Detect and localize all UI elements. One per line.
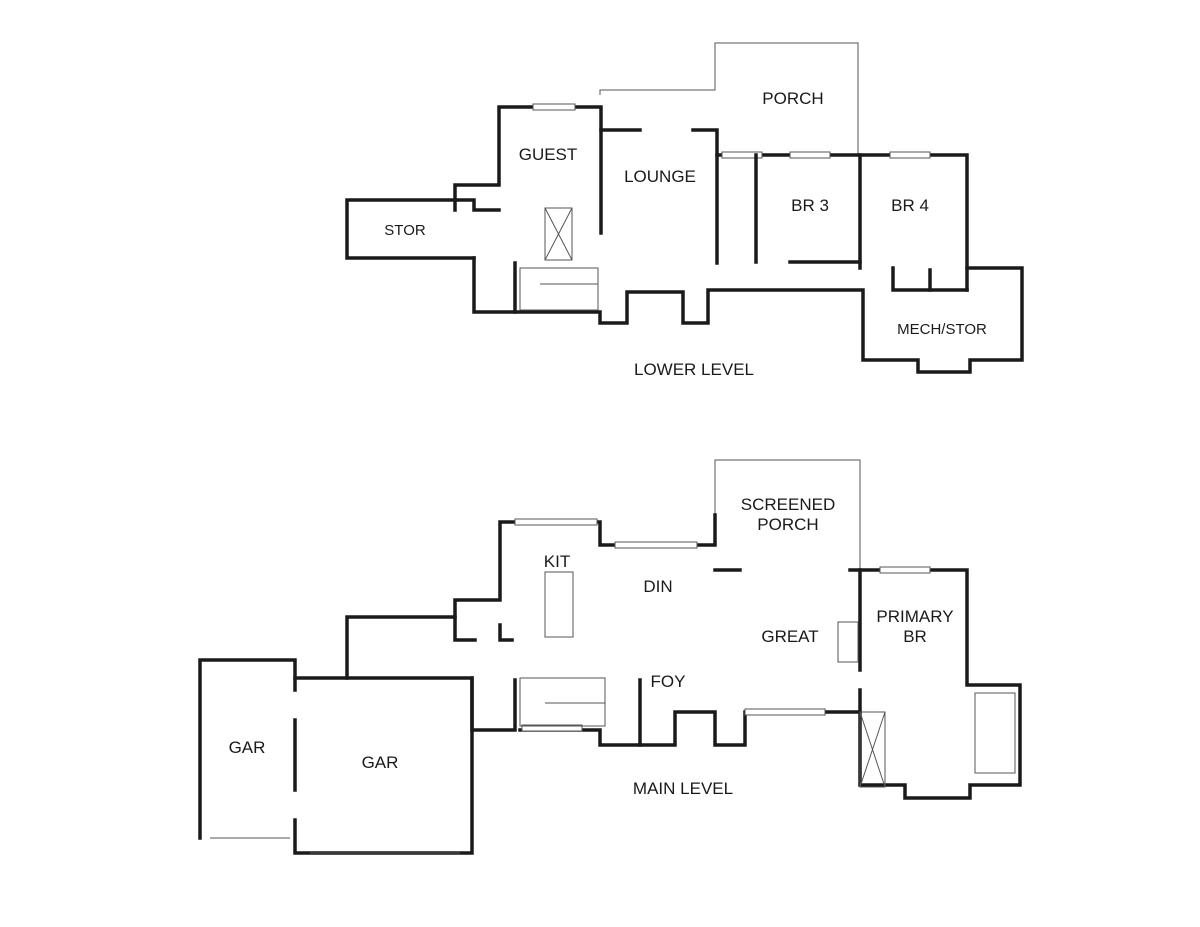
room-label-guest: GUEST xyxy=(518,145,578,164)
room-label-gar-2: GAR xyxy=(361,753,399,772)
window xyxy=(532,103,576,111)
room-label-great: GREAT xyxy=(761,627,819,646)
guest-walls xyxy=(453,105,603,235)
foyer-south-wall xyxy=(638,710,862,747)
porch-outline xyxy=(599,42,859,155)
window xyxy=(721,151,763,159)
lounge-wall xyxy=(691,128,719,265)
wall xyxy=(453,615,477,642)
window xyxy=(614,541,698,549)
level-title-lower: LOWER LEVEL xyxy=(634,360,754,379)
primary-suite-walls xyxy=(848,568,1022,800)
stairs xyxy=(519,267,599,311)
window xyxy=(744,708,826,716)
room-label-foy: FOY xyxy=(650,672,686,691)
bathtub xyxy=(974,692,1016,774)
lower-south-wall xyxy=(472,256,862,325)
room-label-br4: BR 4 xyxy=(891,196,929,215)
garage-wall xyxy=(293,676,474,855)
room-label-primary-br: PRIMARY BR xyxy=(876,607,954,646)
screened-porch-outline xyxy=(714,459,861,570)
wall xyxy=(498,623,514,642)
window xyxy=(879,566,931,574)
garage-wall xyxy=(198,658,297,840)
main-level-plan xyxy=(198,459,1022,855)
room-label-din: DIN xyxy=(643,577,673,596)
window xyxy=(521,724,583,732)
room-label-lounge: LOUNGE xyxy=(624,167,696,186)
room-label-kit: KIT xyxy=(543,552,571,571)
room-label-stor: STOR xyxy=(384,222,426,239)
level-title-main: MAIN LEVEL xyxy=(632,779,734,798)
foyer-wall xyxy=(518,678,642,747)
room-label-br3: BR 3 xyxy=(791,196,829,215)
stairs xyxy=(519,677,606,727)
wall xyxy=(470,676,517,732)
lower-level-plan xyxy=(345,42,1024,374)
stor-walls xyxy=(345,198,501,260)
room-label-mech-stor: MECH/STOR xyxy=(897,321,987,338)
shower xyxy=(859,711,886,788)
window xyxy=(789,151,831,159)
room-label-porch: PORCH xyxy=(762,89,824,108)
room-label-screened-porch: SCREENED PORCH xyxy=(740,495,836,534)
room-label-gar-1: GAR xyxy=(228,738,266,757)
kitchen-island xyxy=(544,571,574,638)
fireplace xyxy=(837,621,859,663)
window xyxy=(514,518,598,526)
closet-wall xyxy=(891,266,969,292)
window xyxy=(889,151,931,159)
mech-stor-walls xyxy=(861,266,1024,374)
shower xyxy=(544,207,573,261)
